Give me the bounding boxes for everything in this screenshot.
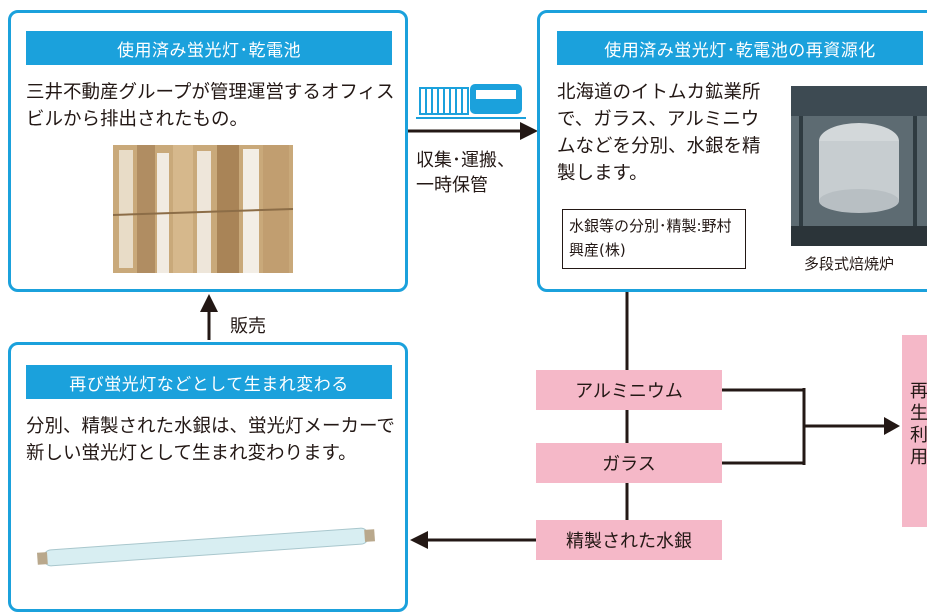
reuse-output-label: 再生利用 [910,381,927,468]
reborn-box: 再び蛍光灯などとして生まれ変わる 分別、精製された水銀は、蛍光灯メーカーで新しい… [8,342,408,612]
arrow-mercury-head [410,531,428,549]
reborn-title: 再び蛍光灯などとして生まれ変わる [26,365,392,399]
arrow-collect-head [520,122,538,140]
reborn-description: 分別、精製された水銀は、蛍光灯メーカーで新しい蛍光灯として生まれ変わります。 [26,416,395,464]
spent-lamps-title: 使用済み蛍光灯･乾電池 [26,31,392,65]
company-note: 水銀等の分別･精製:野村興産(株) [569,217,732,259]
recycling-title: 使用済み蛍光灯･乾電池の再資源化 [557,31,923,65]
furnace-caption: 多段式焙焼炉 [804,255,895,273]
company-note-box: 水銀等の分別･精製:野村興産(株) [562,209,746,269]
spent-lamps-description: 三井不動産グループが管理運営するオフィスビルから排出されたもの。 [26,82,395,130]
sales-label: 販売 [230,316,266,337]
spent-lamps-box: 使用済み蛍光灯･乾電池 三井不動産グループが管理運営するオフィスビルから排出され… [8,10,408,292]
fluorescent-lamps-photo [113,145,293,273]
train-icon [416,84,526,119]
mercury-output: 精製された水銀 [536,520,722,560]
arrow-reuse-head [884,417,900,435]
aluminum-output: アルミニウム [536,370,722,410]
fluorescent-tube-image [36,527,376,567]
roasting-furnace-photo [791,86,927,246]
reuse-output: 再生利用 [902,335,927,527]
arrow-sales-head [200,294,218,312]
glass-output: ガラス [536,443,722,483]
transport-label: 収集･運搬、一時保管 [416,150,515,196]
recycling-box: 使用済み蛍光灯･乾電池の再資源化 北海道のイトムカ鉱業所で、ガラス、アルミニウム… [537,10,927,292]
recycling-description: 北海道のイトムカ鉱業所で、ガラス、アルミニウムなどを分別、水銀を精製します。 [557,82,761,184]
